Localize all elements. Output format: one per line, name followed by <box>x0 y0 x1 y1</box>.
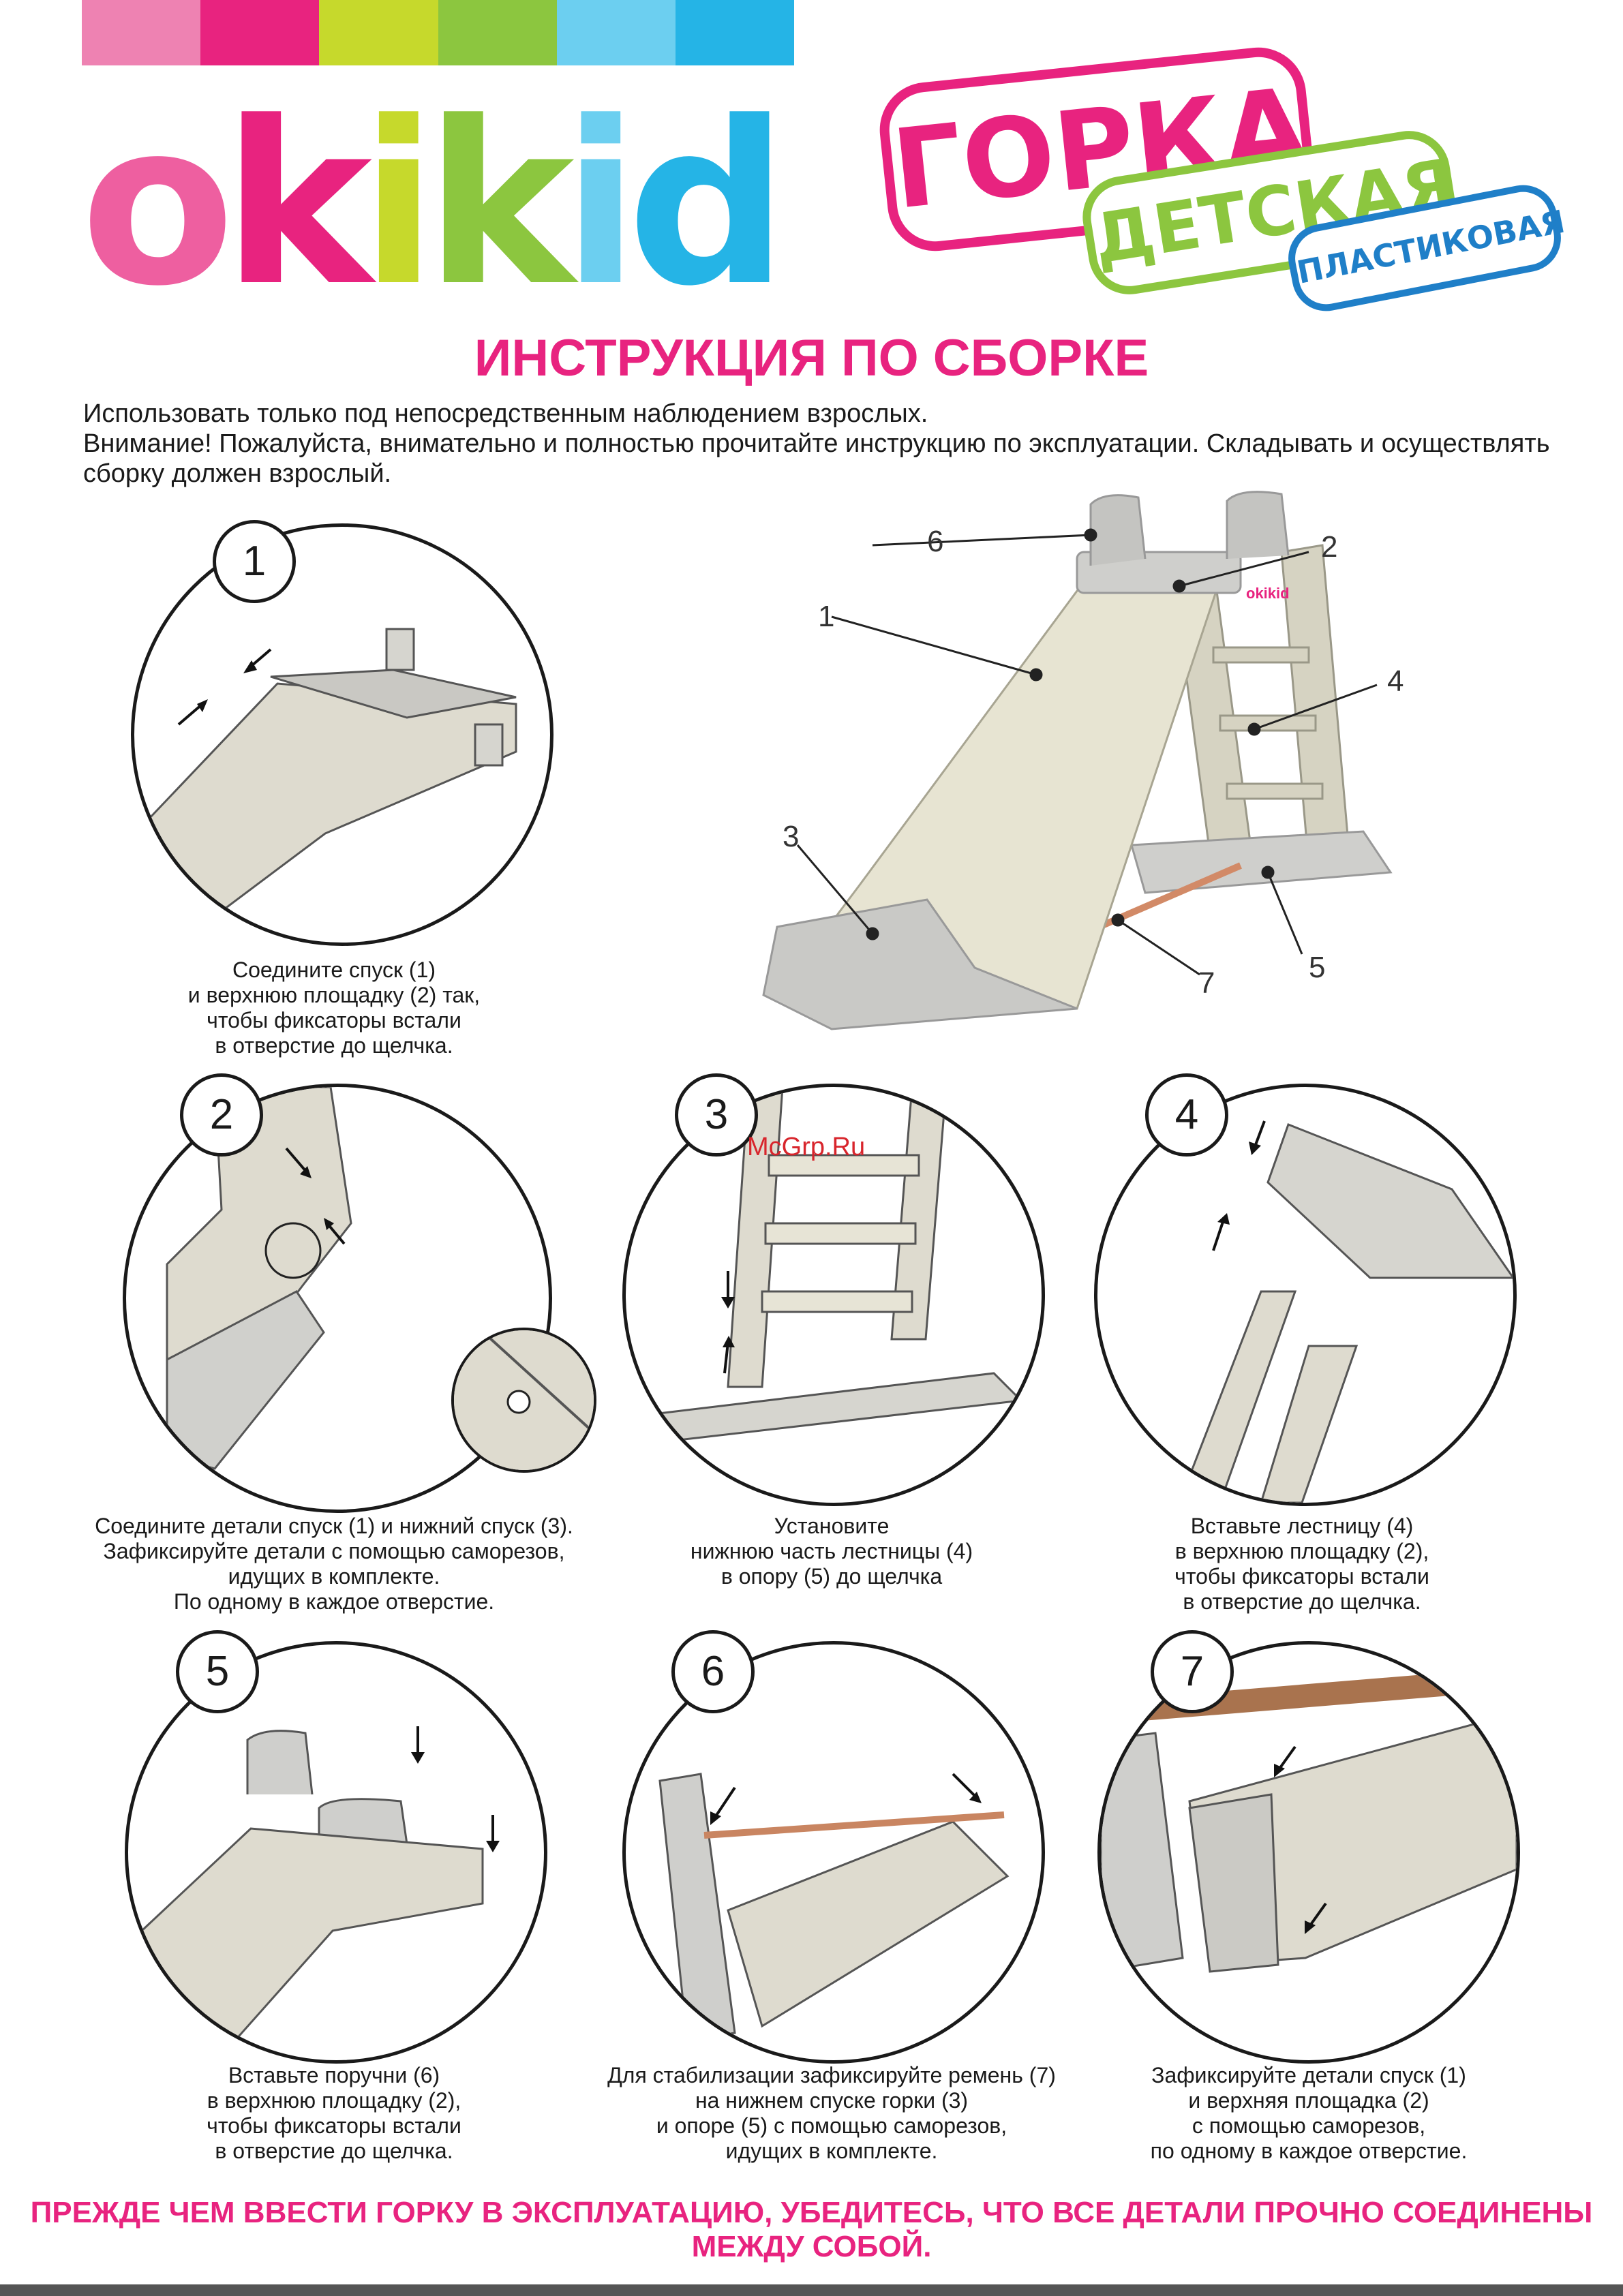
stripe-segment <box>675 0 795 65</box>
intro-text: Использовать только под непосредственным… <box>83 399 1556 489</box>
step-7-illustration <box>1097 1641 1520 2064</box>
step-1-number: 1 <box>213 520 296 603</box>
part-label: 6 <box>927 525 944 558</box>
stripe-segment <box>319 0 438 65</box>
part-label: 1 <box>818 600 835 633</box>
okikid-logo: okikid <box>80 74 817 335</box>
step-3-illustration <box>622 1084 1045 1506</box>
logo-letter: i <box>360 74 437 335</box>
step-3-caption: Установите нижнюю часть лестницы (4) в о… <box>690 1514 973 1589</box>
stripe-segment <box>556 0 676 65</box>
step-4-caption: Вставьте лестницу (4) в верхнюю площадку… <box>1174 1514 1429 1614</box>
supervision-note: Использовать только под непосредственным… <box>83 399 928 428</box>
logo-letter: k <box>425 74 575 335</box>
safety-footer: ПРЕЖДЕ ЧЕМ ВВЕСТИ ГОРКУ В ЭКСПЛУАТАЦИЮ, … <box>30 2196 1593 2263</box>
stripe-segment <box>82 0 201 65</box>
stripe-segment <box>200 0 320 65</box>
assembled-slide-illustration <box>762 491 1393 1030</box>
brand-color-stripe <box>82 0 795 65</box>
step-2-caption: Соедините детали спуск (1) и нижний спус… <box>95 1514 573 1614</box>
part-label: 2 <box>1321 530 1338 564</box>
step-5-number: 5 <box>176 1630 259 1713</box>
step-2-number: 2 <box>180 1073 263 1157</box>
top-platform-part <box>1076 491 1290 594</box>
step-3-number: 3 <box>675 1073 758 1157</box>
step-5-illustration <box>125 1641 547 2064</box>
step-6-number: 6 <box>671 1630 755 1713</box>
step-2-detail-zoom <box>451 1328 596 1473</box>
part-label: 4 <box>1387 664 1404 698</box>
step-1-caption: Соедините спуск (1) и верхнюю площадку (… <box>187 958 481 1058</box>
logo-letter: o <box>80 74 235 335</box>
warning-note: Внимание! Пожалуйста, внимательно и полн… <box>83 429 1550 488</box>
part-label: 7 <box>1198 966 1215 1000</box>
watermark-text: McGrp.Ru <box>747 1133 866 1161</box>
part-label: 3 <box>783 820 800 853</box>
stripe-segment <box>438 0 557 65</box>
step-4-illustration <box>1094 1084 1517 1506</box>
step-6-illustration <box>622 1641 1045 2064</box>
logo-letter: i <box>562 74 639 335</box>
step-1-illustration <box>131 523 553 946</box>
slide-logo-mark: okikid <box>1246 585 1290 602</box>
page-bottom-bar <box>0 2284 1623 2296</box>
step-7-caption: Зафиксируйте детали спуск (1) и верхняя … <box>1150 2063 1468 2163</box>
support-base-part <box>1130 830 1393 894</box>
logo-letter: k <box>222 74 373 335</box>
logo-letter: d <box>626 74 788 335</box>
step-6-caption: Для стабилизации зафиксируйте ремень (7)… <box>607 2063 1056 2163</box>
page-heading: ИНСТРУКЦИЯ ПО СБОРКЕ <box>474 329 1149 387</box>
step-7-number: 7 <box>1151 1630 1234 1713</box>
step-4-number: 4 <box>1145 1073 1228 1157</box>
slide-chute-part <box>762 557 1229 1030</box>
step-5-caption: Вставьте поручни (6) в верхнюю площадку … <box>207 2063 461 2163</box>
part-label: 5 <box>1309 951 1326 984</box>
